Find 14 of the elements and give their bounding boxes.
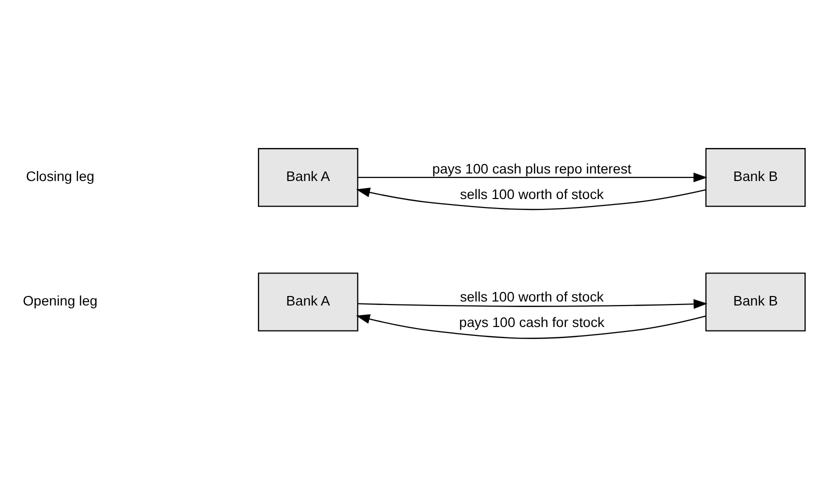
node-box: Bank A bbox=[258, 272, 358, 331]
arrow bbox=[356, 187, 706, 210]
label: Opening leg bbox=[22, 292, 98, 308]
arrow bbox=[358, 172, 708, 182]
edge-label: pays 100 cash plus repo interest bbox=[432, 160, 632, 176]
arrow bbox=[356, 314, 706, 338]
edge-label: sells 100 worth of stock bbox=[460, 288, 604, 304]
arrow bbox=[358, 298, 708, 308]
node-box: Bank B bbox=[705, 272, 806, 331]
node-box: Bank A bbox=[258, 148, 358, 206]
edge-label: sells 100 worth of stock bbox=[460, 185, 604, 202]
node-box: Bank B bbox=[705, 148, 806, 206]
label: Closing leg bbox=[26, 168, 94, 184]
edge-label: pays 100 cash for stock bbox=[459, 313, 604, 330]
